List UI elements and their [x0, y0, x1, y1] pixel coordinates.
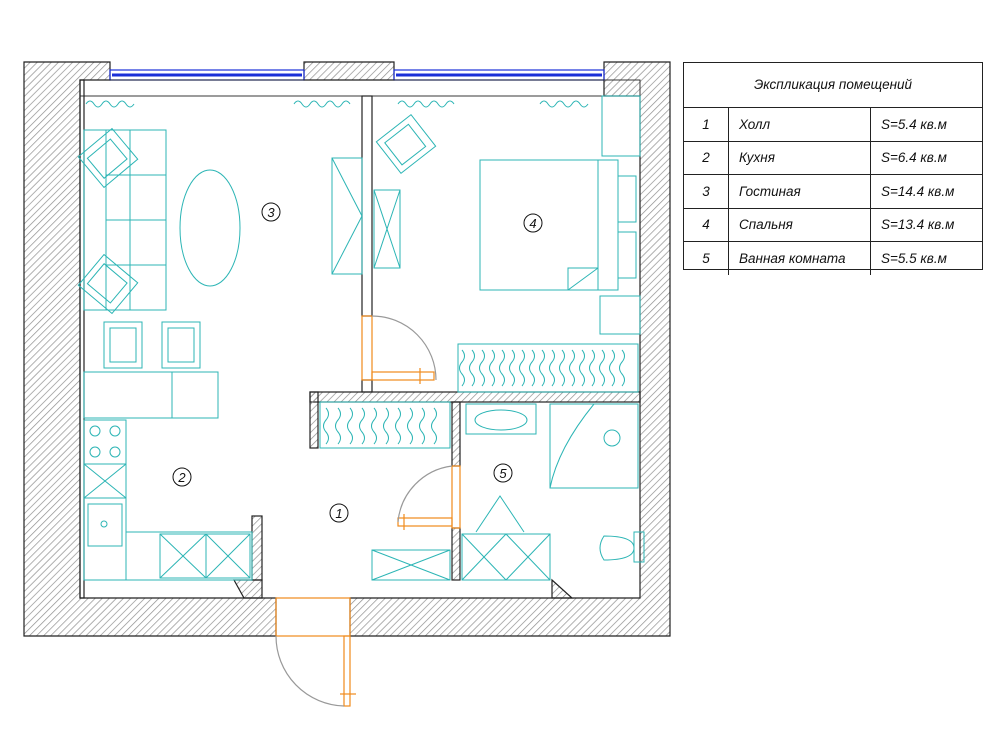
- legend-room-number: 2: [684, 141, 729, 174]
- legend-room-number: 5: [684, 242, 729, 275]
- legend-room-area: S=14.4 кв.м: [881, 183, 955, 199]
- coffee-table: [179, 169, 241, 287]
- legend-room-name: Холл: [729, 108, 871, 141]
- chair-1: [103, 321, 143, 369]
- tv-stand: [331, 157, 363, 275]
- stove: [83, 419, 127, 465]
- wall-right-bottom: [349, 61, 671, 637]
- legend-row: 3 Гостиная S=14.4 кв.м: [684, 175, 982, 209]
- bath-cabinet: [461, 533, 551, 581]
- bedroom-furniture: [373, 95, 641, 393]
- svg-text:4: 4: [529, 216, 536, 231]
- kitchen-furniture: [83, 419, 253, 581]
- legend-title: Экспликация помещений: [684, 63, 982, 108]
- shower: [549, 403, 639, 489]
- legend-row: 2 Кухня S=6.4 кв.м: [684, 141, 982, 175]
- room-marker-2: 2: [172, 467, 192, 487]
- room-marker-1: 1: [329, 503, 349, 523]
- radiators: [85, 100, 589, 108]
- legend-room-number: 4: [684, 208, 729, 241]
- legend-room-area: S=6.4 кв.м: [881, 150, 947, 166]
- living-furniture: [77, 127, 363, 419]
- chair-2: [161, 321, 201, 369]
- nightstand-1: [617, 175, 637, 223]
- svg-text:2: 2: [177, 470, 186, 485]
- door-bathroom: [397, 465, 461, 530]
- bar-counter: [83, 371, 219, 419]
- room-marker-5: 5: [493, 463, 513, 483]
- wardrobe-hangers: [459, 349, 625, 387]
- nightstand-2: [617, 231, 637, 279]
- legend-room-name: Кухня: [729, 141, 871, 174]
- room-legend-table: Экспликация помещений 1 Холл S=5.4 кв.м …: [683, 62, 983, 275]
- wall-bath-left: [451, 401, 461, 467]
- toilet: [599, 535, 635, 561]
- legend-room-name: Ванная комната: [729, 242, 871, 275]
- wall-corridor: [309, 391, 641, 403]
- hall-shoe-cabinet: [371, 549, 451, 581]
- legend-row: 1 Холл S=5.4 кв.м: [684, 108, 982, 142]
- sink: [87, 503, 123, 547]
- legend-room-name: Спальня: [729, 208, 871, 241]
- legend-room-area: S=5.5 кв.м: [881, 250, 947, 266]
- legend-room-area: S=13.4 кв.м: [881, 217, 955, 233]
- windows: [79, 69, 641, 97]
- door-living-bedroom: [361, 315, 437, 384]
- room-marker-3: 3: [261, 202, 281, 222]
- entrance-door: [275, 597, 356, 707]
- doors: [275, 315, 461, 707]
- wall-left: [23, 61, 277, 637]
- kitchen-counter-bottom: [125, 531, 253, 581]
- wall-top-middle: [303, 61, 395, 81]
- svg-text:3: 3: [267, 205, 275, 220]
- desk: [599, 295, 641, 335]
- hall-closet: [319, 401, 451, 581]
- interior-walls: [232, 95, 641, 599]
- armchair-bottom: [77, 253, 139, 315]
- svg-text:1: 1: [335, 506, 342, 521]
- legend-room-number: 1: [684, 108, 729, 141]
- legend-room-number: 3: [684, 175, 729, 208]
- kitchen-counter-left: [83, 419, 127, 581]
- legend-row: 5 Ванная комната S=5.5 кв.м: [684, 242, 982, 275]
- room-markers: 1 2 3 4 5: [172, 202, 543, 523]
- armchair-bedroom: [375, 113, 437, 175]
- legend-room-name: Гостиная: [729, 175, 871, 208]
- legend-room-area: S=5.4 кв.м: [881, 116, 947, 132]
- wall-closet-left: [309, 391, 319, 449]
- exterior-walls: [23, 61, 671, 637]
- wardrobe-small: [373, 189, 401, 269]
- shower-floor-drain: [475, 495, 525, 533]
- room-marker-4: 4: [523, 213, 543, 233]
- wall-kitchen-stub: [251, 515, 263, 581]
- armchair-top: [77, 127, 139, 189]
- washbasin: [465, 403, 537, 435]
- legend-row: 4 Спальня S=13.4 кв.м: [684, 208, 982, 242]
- wall-top-left-inner: [79, 79, 85, 599]
- floor-plan: 1 2 3 4 5: [23, 61, 671, 707]
- svg-text:5: 5: [499, 466, 507, 481]
- bathroom-fixtures: [461, 403, 645, 581]
- wardrobe-bedroom: [457, 343, 639, 393]
- wall-living-bedroom: [361, 95, 373, 317]
